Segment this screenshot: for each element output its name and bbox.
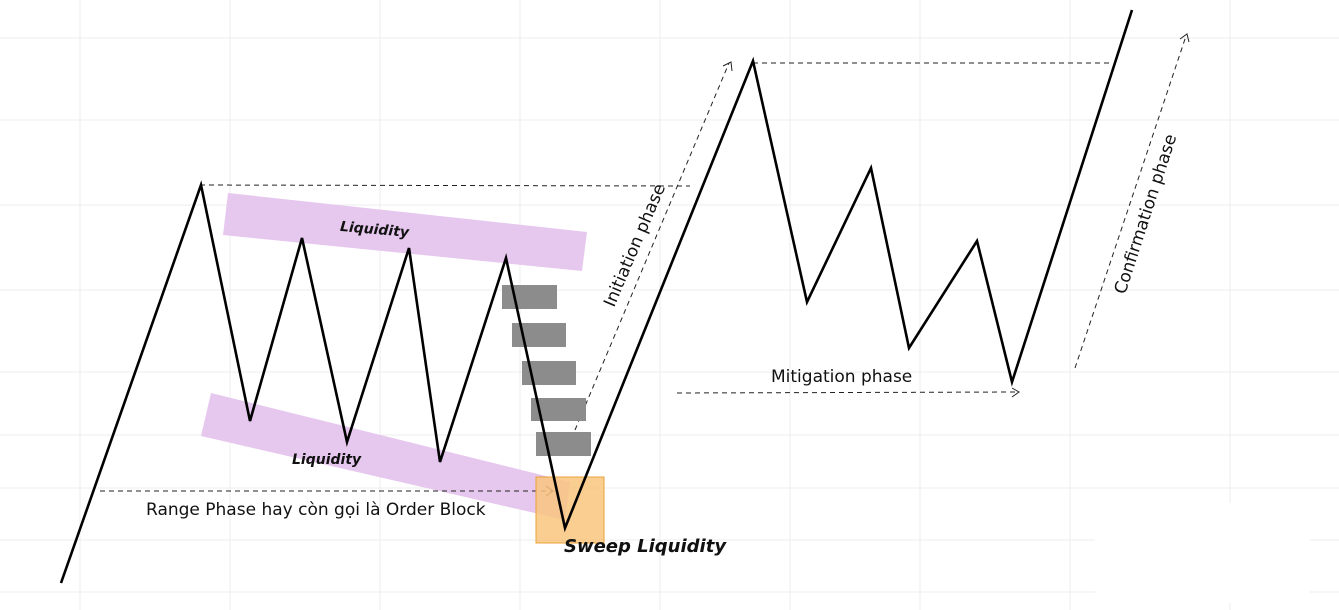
order-block-box xyxy=(535,476,605,544)
liquidity-label-top: Liquidity xyxy=(339,219,410,241)
mitigation-phase-arrow xyxy=(676,387,1020,398)
liquidity-band-top xyxy=(223,193,587,271)
step-box xyxy=(502,285,557,309)
confirmation-phase-arrow xyxy=(1074,33,1190,369)
blank-patch xyxy=(1095,503,1310,603)
high-reference-line-1 xyxy=(199,184,691,187)
mitigation-phase-label: Mitigation phase xyxy=(771,367,912,387)
range-phase-label: Range Phase hay còn gọi là Order Block xyxy=(146,500,486,520)
confirmation-phase-label: Confirmation phase xyxy=(1111,132,1182,297)
liquidity-band-bottom xyxy=(201,393,570,520)
price-path xyxy=(59,9,1134,584)
step-box xyxy=(531,398,586,421)
sweep-liquidity-label: Sweep Liquidity xyxy=(564,536,727,557)
initiation-phase-arrow xyxy=(574,61,733,431)
liquidity-label-bottom: Liquidity xyxy=(292,452,362,468)
